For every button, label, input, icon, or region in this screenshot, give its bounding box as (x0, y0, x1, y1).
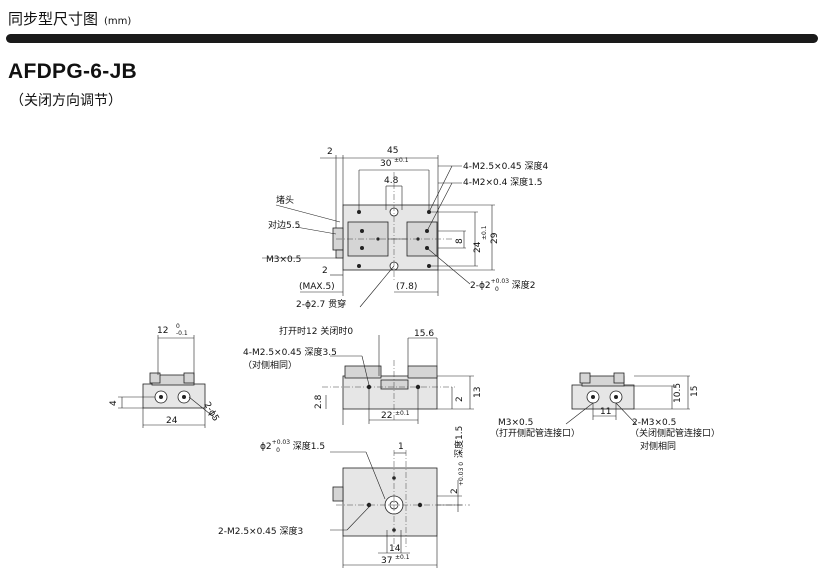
dim-24-left: 24 (166, 416, 178, 426)
section-title: 同步型尺寸图 (8, 10, 99, 28)
port-a-sub: （打开侧配管连接口） (490, 427, 580, 439)
right-view: 11 10.5 15 M3×0.5 （打开侧配管连接口） 2-M3×0.5 （关… (490, 372, 720, 452)
model-name: AFDPG-6-JB (8, 60, 138, 83)
dim-max5: (MAX.5) (299, 282, 335, 292)
tol-up-12: 0 (176, 323, 180, 330)
callout-phi2-7: 2-ϕ2.7 贯穿 (296, 298, 346, 310)
port-b-sub: （关闭侧配管连接口） (630, 427, 720, 439)
dim-2: 2 (327, 147, 333, 157)
section-header: 同步型尺寸图 (mm) (8, 8, 131, 29)
dim-2-front: 2 (455, 396, 465, 402)
dim-24: 24 (473, 241, 483, 253)
dim-10-5: 10.5 (673, 383, 683, 403)
dim-30: 30 (380, 159, 392, 169)
label-m3: M3×0.5 (266, 255, 301, 265)
left-view: 12 0 -0.1 4 24 2-ϕ5 (109, 323, 220, 428)
dim-7-8: (7.8) (396, 282, 417, 292)
port-b-sub2: 对侧相同 (640, 440, 676, 452)
dim-13: 13 (473, 387, 483, 398)
dim-8: 8 (455, 238, 465, 244)
right-body (571, 384, 635, 410)
dim-29: 29 (490, 232, 500, 244)
dim-2b: 2 (322, 266, 328, 276)
tol-37: ±0.1 (395, 554, 410, 561)
front-jaw-right (407, 365, 438, 379)
label-across-flats: 对边5.5 (268, 219, 300, 231)
dim-4: 4 (109, 400, 119, 406)
dim-15-6: 15.6 (414, 329, 434, 339)
port-b-label: 2-M3×0.5 (632, 418, 676, 428)
tol-24: ±0.1 (481, 225, 488, 240)
tol-dn-12: -0.1 (176, 330, 188, 337)
callout-m2-5-front: 4-M2.5×0.45 深度3.5 (243, 346, 337, 358)
left-body (142, 383, 206, 409)
svg-text:ϕ2+0.030 深度1.5: ϕ2+0.030 深度1.5 (260, 439, 325, 454)
bottom-plug (332, 486, 344, 502)
dim-2-8: 2.8 (314, 394, 324, 409)
header-rule (6, 34, 818, 43)
callout-m2-5: 4-M2.5×0.45 深度4 (463, 160, 548, 172)
dim-4-8: 4.8 (384, 176, 399, 186)
open-close-label: 打开时12 关闭时0 (279, 325, 353, 337)
dim-37: 37 (381, 556, 392, 566)
model-note: （关闭方向调节） (10, 93, 122, 109)
front-view: 打开时12 关闭时0 15.6 4-M2.5×0.45 深度3.5 （对侧相同）… (243, 325, 483, 425)
callout-sub-front: （对侧相同） (243, 359, 297, 371)
dim-15: 15 (690, 386, 700, 397)
vert-dim-2: 2 (450, 488, 460, 494)
dim-14: 14 (389, 544, 401, 554)
callout-m2: 4-M2×0.4 深度1.5 (463, 176, 543, 188)
dim-12: 12 (157, 326, 168, 336)
dim-1: 1 (398, 442, 404, 452)
dim-11: 11 (600, 407, 611, 417)
dim-22: 22 (381, 411, 392, 421)
vert-tol: +0.03 0 (458, 462, 465, 486)
bottom-callout-m2-5: 2-M2.5×0.45 深度3 (218, 525, 303, 537)
unit-label: (mm) (104, 16, 132, 27)
callout-phi5: 2-ϕ5 (201, 401, 220, 424)
callout-phi2: 2-ϕ2 (470, 281, 491, 291)
tol-30: ±0.1 (394, 157, 409, 164)
top-view: 2 45 30 ±0.1 4.8 4-M2.5×0.45 深度4 4-M2×0.… (262, 146, 548, 310)
front-jaw-left (344, 365, 382, 379)
label-plug: 堵头 (276, 194, 294, 206)
vert-depth: 深度1.5 (453, 426, 465, 458)
svg-text:2-ϕ2+0.030 深度2: 2-ϕ2+0.030 深度2 (470, 278, 535, 293)
bottom-body (342, 467, 438, 537)
dim-45: 45 (387, 146, 398, 156)
port-a-label: M3×0.5 (498, 418, 533, 428)
tol-22: ±0.1 (395, 410, 410, 417)
bottom-callout-phi2: ϕ2 (260, 442, 272, 452)
